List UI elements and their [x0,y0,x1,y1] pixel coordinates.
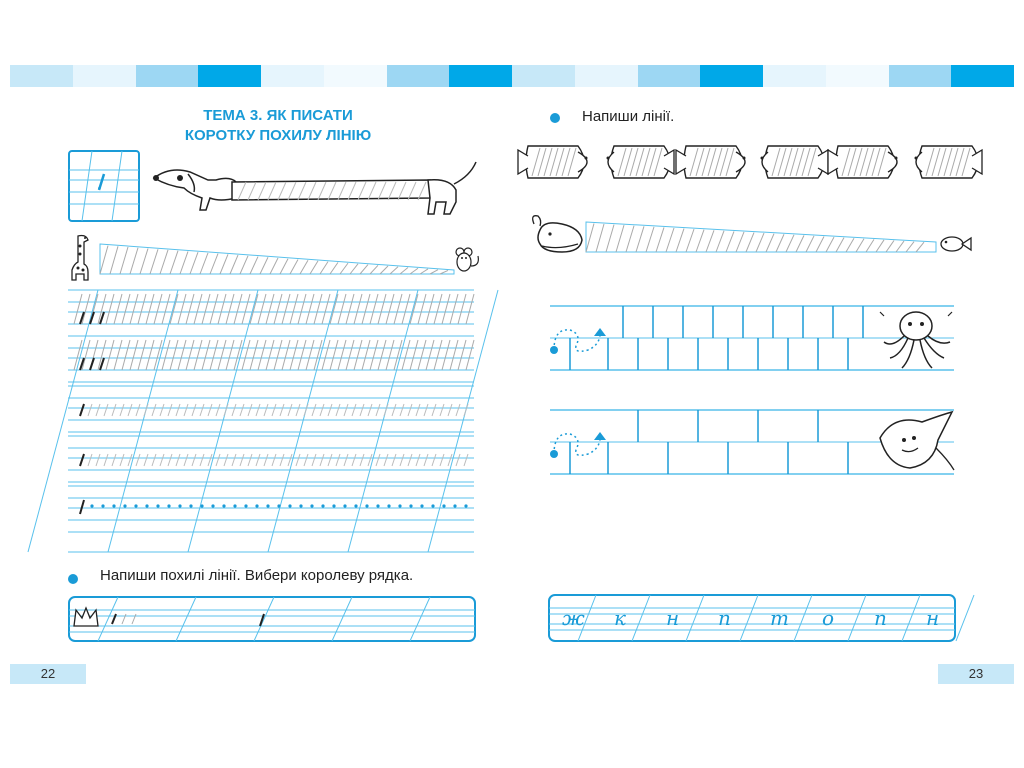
band-segment [72,65,136,87]
band-segment [261,65,324,87]
fish-icon [606,145,675,179]
octopus-icon [879,311,953,369]
band-segment [10,65,73,87]
cursive-letter: т [770,606,789,630]
band-segment [135,65,199,87]
line-practice-row-1 [550,305,954,371]
band-segment [198,65,261,87]
band-segment [386,65,450,87]
crown-icon [73,606,99,627]
mouse-icon [455,247,479,272]
cursive-letter: к [614,606,626,630]
band-segment [951,65,1014,87]
page-number-left: 22 [10,664,86,684]
fish-icon [827,145,898,179]
fish-icon [914,145,983,179]
cursive-letter: ж [562,606,585,630]
cursive-letter: н [926,606,939,630]
bullet-dot [68,574,78,584]
dachshund-icon [152,161,477,215]
cursive-letter: о [822,606,834,630]
slant-ramp-giraffe [99,243,455,275]
left-instruction: Напиши похилі лінії. Вибери королеву ряд… [100,567,414,584]
band-segment [825,65,889,87]
band-segment [512,65,575,87]
fish-icon [675,145,746,179]
band-segment [763,65,826,87]
band-segment [574,65,638,87]
bullet-dot [550,113,560,123]
giraffe-icon [71,234,89,281]
band-segment [449,65,512,87]
slant-ramp-whale [585,221,937,253]
band-segment [637,65,701,87]
page-number-right: 23 [938,664,1014,684]
left-writing-grid [27,289,499,553]
fish-row [517,145,983,179]
fish-icon [760,145,829,179]
band-segment [323,65,387,87]
band-segment [888,65,952,87]
title-line-2: КОРОТКУ ПОХИЛУ ЛІНІЮ [184,127,372,144]
fish-icon [517,145,588,179]
page-title: ТЕМА 3. ЯК ПИСАТИ КОРОТКУ ПОХИЛУ ЛІНІЮ [160,106,396,146]
cursive-letter: п [874,606,887,630]
stingray-icon [879,410,955,471]
small-fish-icon [940,236,972,252]
band-segment [700,65,763,87]
sample-slant-box [68,150,140,222]
right-instruction: Напиши лінії. [582,108,675,125]
cursive-letter: н [666,606,679,630]
crown-writing-box [68,596,476,642]
title-line-1: ТЕМА 3. ЯК ПИСАТИ [203,107,353,124]
cursive-letter: п [718,606,731,630]
whale-icon [532,215,583,253]
header-band [10,65,1014,87]
